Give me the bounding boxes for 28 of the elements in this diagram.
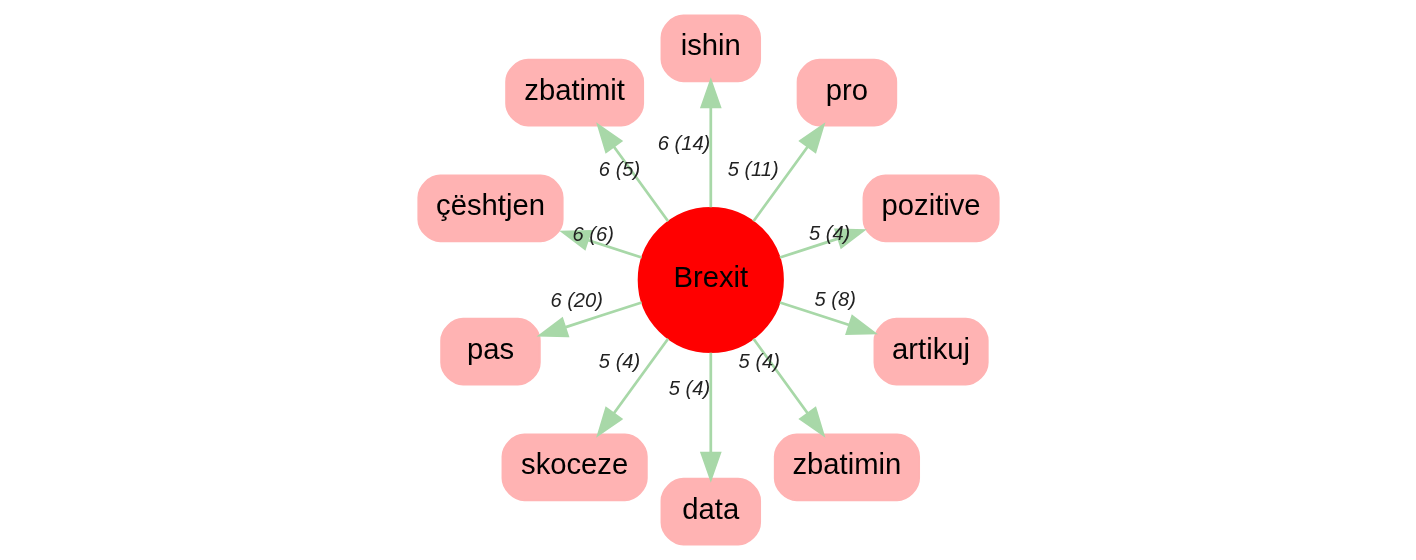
node-box: data [660, 477, 761, 546]
edge-label: 6 (6) [572, 223, 614, 246]
node-box: artikuj [873, 317, 989, 386]
arrow [536, 301, 642, 338]
node-box: pozitive [862, 174, 1000, 243]
edge-label: 6 (14) [657, 131, 710, 154]
node-box: pro [796, 58, 897, 127]
edge-label: 6 (5) [598, 158, 640, 181]
node-box: skoceze [501, 433, 648, 502]
arrow [595, 338, 669, 438]
node-circle: Brexit [637, 206, 784, 354]
node-box: zbatimin [773, 433, 920, 502]
arrow [595, 122, 669, 222]
arrow [699, 77, 722, 208]
edge-label: 5 (8) [814, 288, 856, 311]
edge-label: 6 (20) [549, 289, 603, 312]
edge-label: 5 (4) [598, 350, 640, 373]
arrow [751, 122, 825, 222]
edge-label: 5 (4) [808, 222, 850, 245]
arrow [751, 338, 825, 438]
node-box: ishin [660, 14, 761, 83]
node-box: zbatimit [504, 58, 644, 127]
edge-label: 5 (11) [727, 158, 779, 181]
arrow [699, 352, 722, 483]
node-box: çështjen [416, 174, 564, 243]
edge-label: 5 (4) [668, 377, 710, 400]
arrow [778, 301, 878, 336]
node-box: pas [439, 317, 541, 386]
